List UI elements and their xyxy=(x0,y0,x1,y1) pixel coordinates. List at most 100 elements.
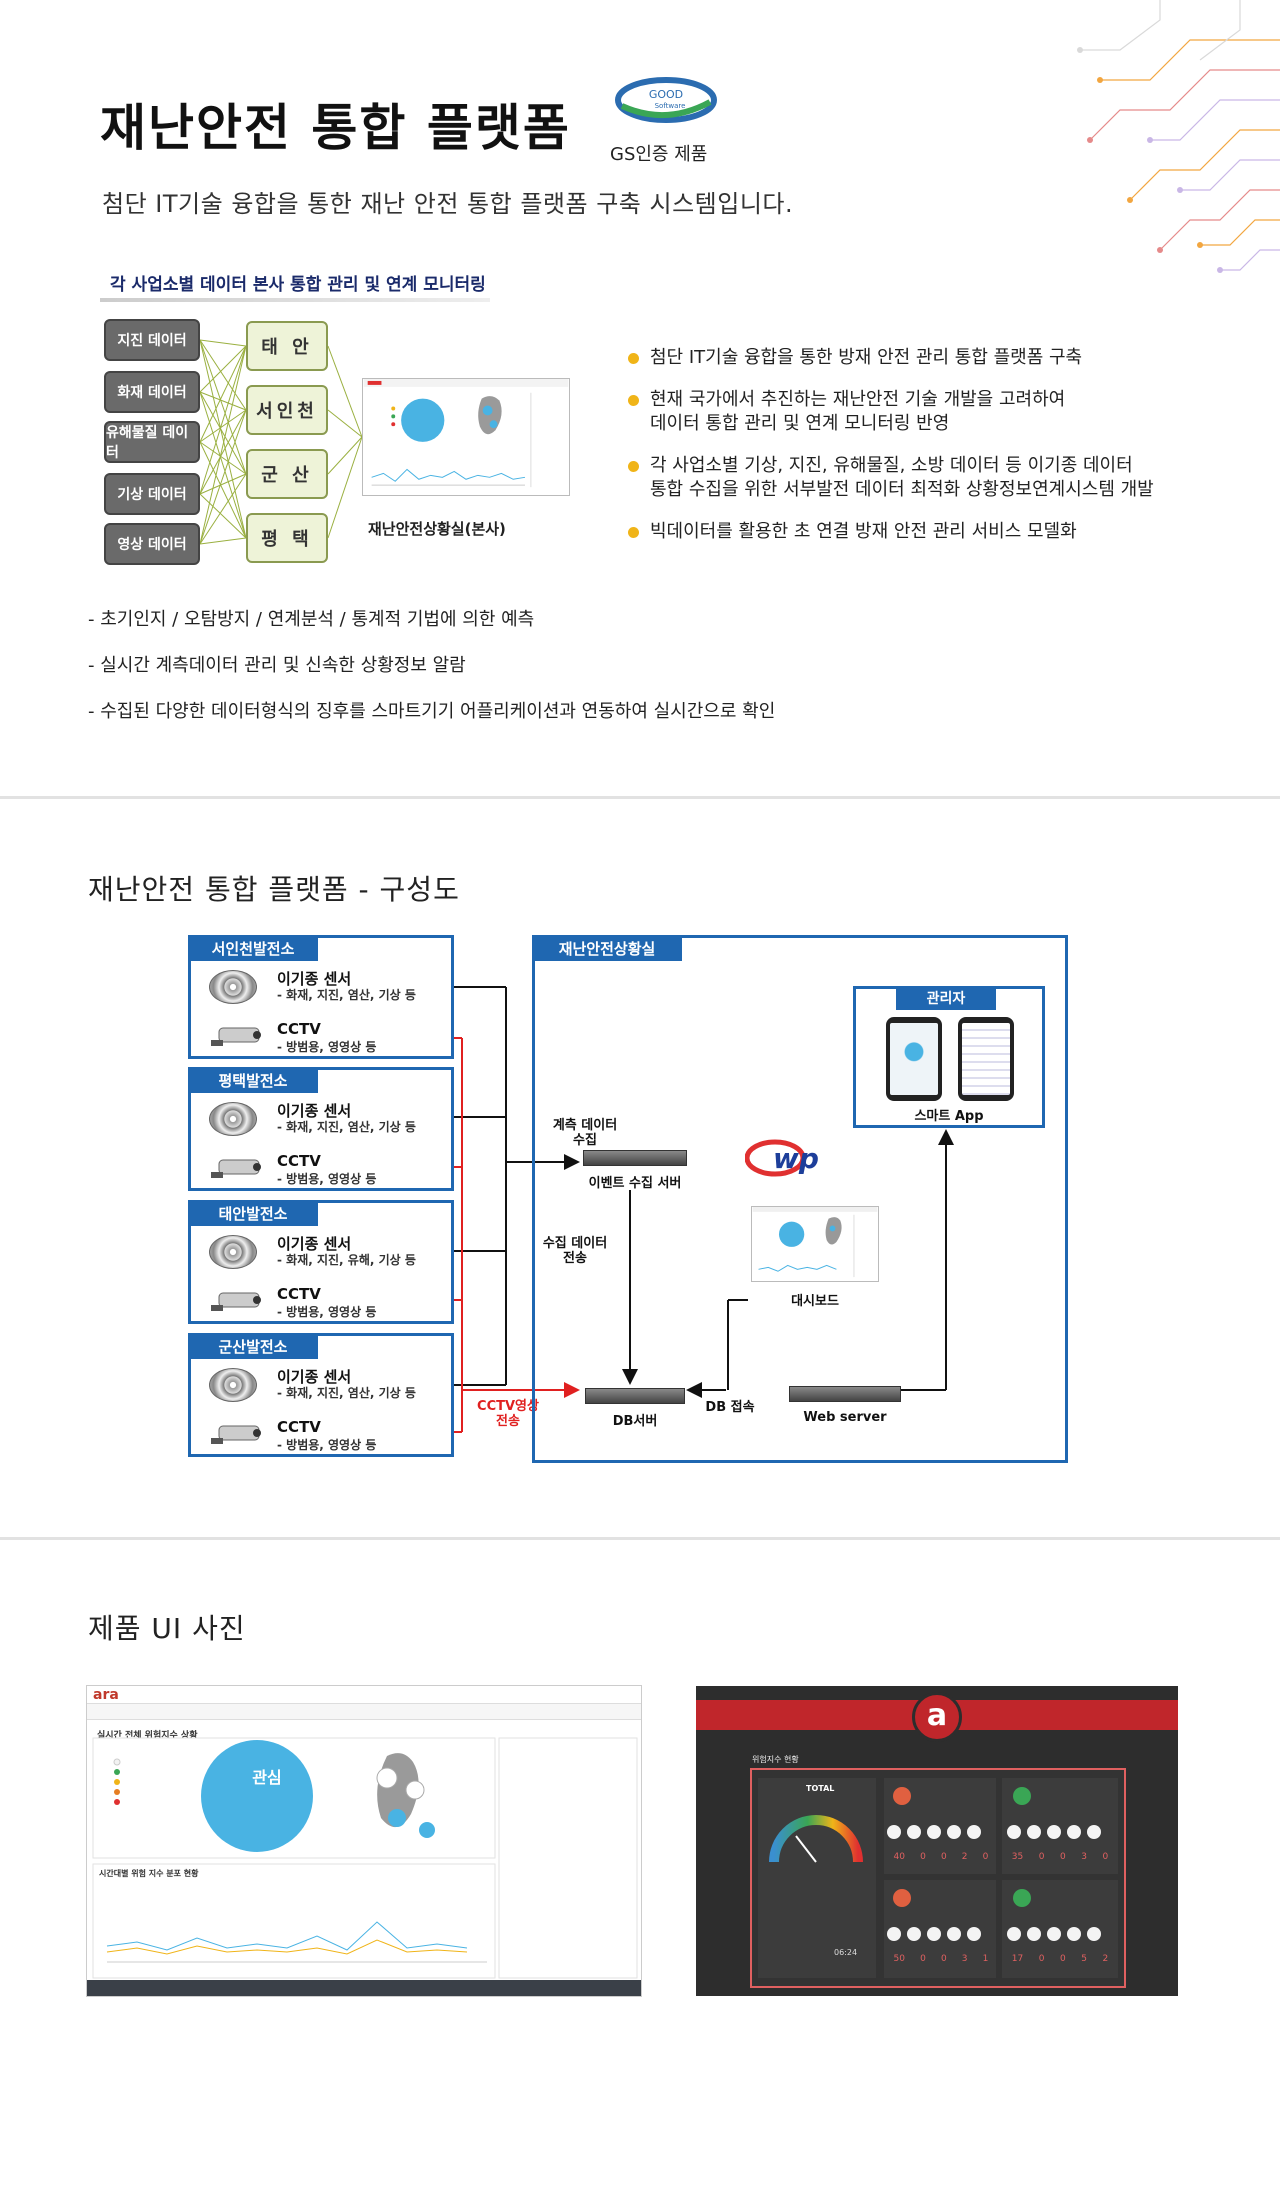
section-title-ui-photos: 제품 UI 사진 xyxy=(88,1612,246,1645)
event-server-icon xyxy=(583,1150,687,1166)
sensor-title: 이기종 센서 xyxy=(277,970,352,988)
total-label: TOTAL xyxy=(806,1784,835,1793)
cctv-title: CCTV xyxy=(277,1152,321,1170)
sensor-subtitle: - 화재, 지진, 염산, 기상 등 xyxy=(277,1386,416,1400)
db-server-label: DB서버 xyxy=(612,1414,658,1429)
plant-seoincheon: 서인천발전소 이기종 센서 - 화재, 지진, 염산, 기상 등 CCTV - … xyxy=(188,935,454,1059)
dash-item: - 실시간 계측데이터 관리 및 신속한 상황정보 알람 xyxy=(88,655,466,676)
section-divider xyxy=(0,1537,1280,1540)
cctv-title: CCTV xyxy=(277,1020,321,1038)
dashboard-thumbnail xyxy=(362,378,570,496)
plant-gunsan: 군산발전소 이기종 센서 - 화재, 지진, 염산, 기상 등 CCTV - 방… xyxy=(188,1333,454,1457)
gauge-icon xyxy=(769,1815,863,1863)
cctv-camera-icon xyxy=(211,1292,261,1311)
source-fire-data: 화재 데이터 xyxy=(104,371,200,413)
diagram-title: 각 사업소별 데이터 본사 통합 관리 및 연계 모니터링 xyxy=(110,275,486,295)
diagram-connectors xyxy=(199,339,363,545)
source-weather-data: 기상 데이터 xyxy=(104,473,200,515)
plant-label: 군산발전소 xyxy=(188,1333,318,1359)
dash-item: - 수집된 다양한 데이터형식의 징후를 스마트기기 어플리케이션과 연동하여 … xyxy=(88,701,776,722)
sensor-icon xyxy=(209,1102,257,1136)
sensor-icon xyxy=(209,970,257,1004)
site-seoincheon: 서인천 xyxy=(246,385,328,435)
sensor-title: 이기종 센서 xyxy=(277,1368,352,1386)
page-subtitle: 첨단 IT기술 융합을 통한 재난 안전 통합 플랫폼 구축 시스템입니다. xyxy=(102,190,794,218)
plant-label: 태안발전소 xyxy=(188,1200,318,1226)
admin-label: 관리자 xyxy=(896,986,996,1010)
architecture-connectors xyxy=(454,986,954,1433)
feature-bullets: 첨단 IT기술 융합을 통한 방재 안전 관리 통합 플랫폼 구축 현재 국가에… xyxy=(626,346,1246,562)
db-server-icon xyxy=(585,1388,685,1404)
cctv-subtitle: - 방범용, 영영상 등 xyxy=(277,1438,377,1452)
measure-data-label: 계측 데이터 수집 xyxy=(552,1118,618,1148)
time-readout: 06:24 xyxy=(834,1948,858,1957)
sensor-subtitle: - 화재, 지진, 염산, 기상 등 xyxy=(277,988,416,1002)
dash-list: - 초기인지 / 오탐방지 / 연계분석 / 통계적 기법에 의한 예측 - 실… xyxy=(88,608,775,746)
cctv-camera-icon xyxy=(211,1027,261,1046)
dark-ui-hexagons xyxy=(887,1787,1101,1941)
smart-app-label: 스마트 App xyxy=(914,1109,984,1124)
site-pyeongtaek: 평 택 xyxy=(246,513,328,563)
dash-item: - 초기인지 / 오탐방지 / 연계분석 / 통계적 기법에 의한 예측 xyxy=(88,609,535,630)
cctv-camera-icon xyxy=(211,1425,261,1444)
bullet-item: 빅데이터를 활용한 초 연결 방재 안전 관리 서비스 모델화 xyxy=(626,520,1246,544)
cctv-title: CCTV xyxy=(277,1285,321,1303)
plant-taean: 태안발전소 이기종 센서 - 화재, 지진, 유해, 기상 등 CCTV - 방… xyxy=(188,1200,454,1324)
cctv-title: CCTV xyxy=(277,1418,321,1436)
svg-text:Software: Software xyxy=(655,102,686,110)
sensor-icon xyxy=(209,1368,257,1402)
event-server-label: 이벤트 수집 서버 xyxy=(588,1176,682,1191)
page-title: 재난안전 통합 플랫폼 xyxy=(100,99,571,157)
center-logo: a xyxy=(912,1692,962,1742)
smartphone-icon xyxy=(886,1017,942,1101)
site-gunsan: 군 산 xyxy=(246,449,328,499)
source-earthquake-data: 지진 데이터 xyxy=(104,319,200,361)
ara-brand: ara xyxy=(93,1687,119,1703)
collect-data-label: 수집 데이터 전송 xyxy=(542,1236,608,1266)
svg-text:GOOD: GOOD xyxy=(649,88,683,101)
plant-pyeongtaek: 평택발전소 이기종 센서 - 화재, 지진, 염산, 기상 등 CCTV - 방… xyxy=(188,1067,454,1191)
db-access-label: DB 접속 xyxy=(705,1400,755,1415)
smartphone-icon xyxy=(958,1017,1014,1101)
web-server-icon xyxy=(789,1386,901,1402)
source-hazmat-data: 유해물질 데이터 xyxy=(104,421,200,463)
admin-box: 관리자 스마트 App xyxy=(853,986,1045,1128)
bullet-item: 첨단 IT기술 융합을 통한 방재 안전 관리 통합 플랫폼 구축 xyxy=(626,346,1246,370)
site-taean: 태 안 xyxy=(246,321,328,371)
source-video-data: 영상 데이터 xyxy=(104,523,200,565)
plant-label: 서인천발전소 xyxy=(188,935,318,961)
circuit-decoration xyxy=(1077,0,1280,273)
cctv-camera-icon xyxy=(211,1159,261,1178)
cctv-subtitle: - 방범용, 영영상 등 xyxy=(277,1172,377,1186)
bullet-item: 각 사업소별 기상, 지진, 유해물질, 소방 데이터 등 이기종 데이터 통합… xyxy=(626,454,1246,502)
light-ui-content xyxy=(87,1737,641,1996)
bullet-item: 현재 국가에서 추진하는 재난안전 기술 개발을 고려하여 데이터 통합 관리 … xyxy=(626,388,1246,436)
sensor-subtitle: - 화재, 지진, 유해, 기상 등 xyxy=(277,1253,416,1267)
svg-text:wp: wp xyxy=(773,1142,819,1175)
gs-certification-logo: GOOD Software xyxy=(615,77,717,123)
situation-room: 재난안전상황실 관리자 스마트 App 계측 데이터 수집 이벤트 수집 서버 … xyxy=(532,935,1068,1463)
sensor-subtitle: - 화재, 지진, 염산, 기상 등 xyxy=(277,1120,416,1134)
cctv-video-transmit-label: CCTV영상 전송 xyxy=(477,1399,539,1429)
dashboard-label: 대시보드 xyxy=(791,1294,839,1309)
section-divider xyxy=(0,796,1280,799)
architecture-diagram: 서인천발전소 이기종 센서 - 화재, 지진, 염산, 기상 등 CCTV - … xyxy=(188,935,1068,1465)
sensor-icon xyxy=(209,1235,257,1269)
light-chart-title: 시간대별 위험 지수 분포 현황 xyxy=(99,1869,199,1878)
situation-room-label: 재난안전상황실 xyxy=(532,935,682,961)
light-panel-title: 실시간 전체 위험지수 상황 xyxy=(97,1731,198,1741)
cctv-subtitle: - 방범용, 영영상 등 xyxy=(277,1040,377,1054)
dark-panel-title: 위험지수 현황 xyxy=(752,1755,799,1764)
gs-certification-label: GS인증 제품 xyxy=(610,144,708,165)
status-label: 관심 xyxy=(252,1768,282,1787)
sensor-title: 이기종 센서 xyxy=(277,1235,352,1253)
data-integration-diagram: 각 사업소별 데이터 본사 통합 관리 및 연계 모니터링 지진 데이터 화재 … xyxy=(100,262,570,570)
plant-label: 평택발전소 xyxy=(188,1067,318,1093)
sensor-title: 이기종 센서 xyxy=(277,1102,352,1120)
section-title-architecture: 재난안전 통합 플랫폼 - 구성도 xyxy=(88,873,460,906)
